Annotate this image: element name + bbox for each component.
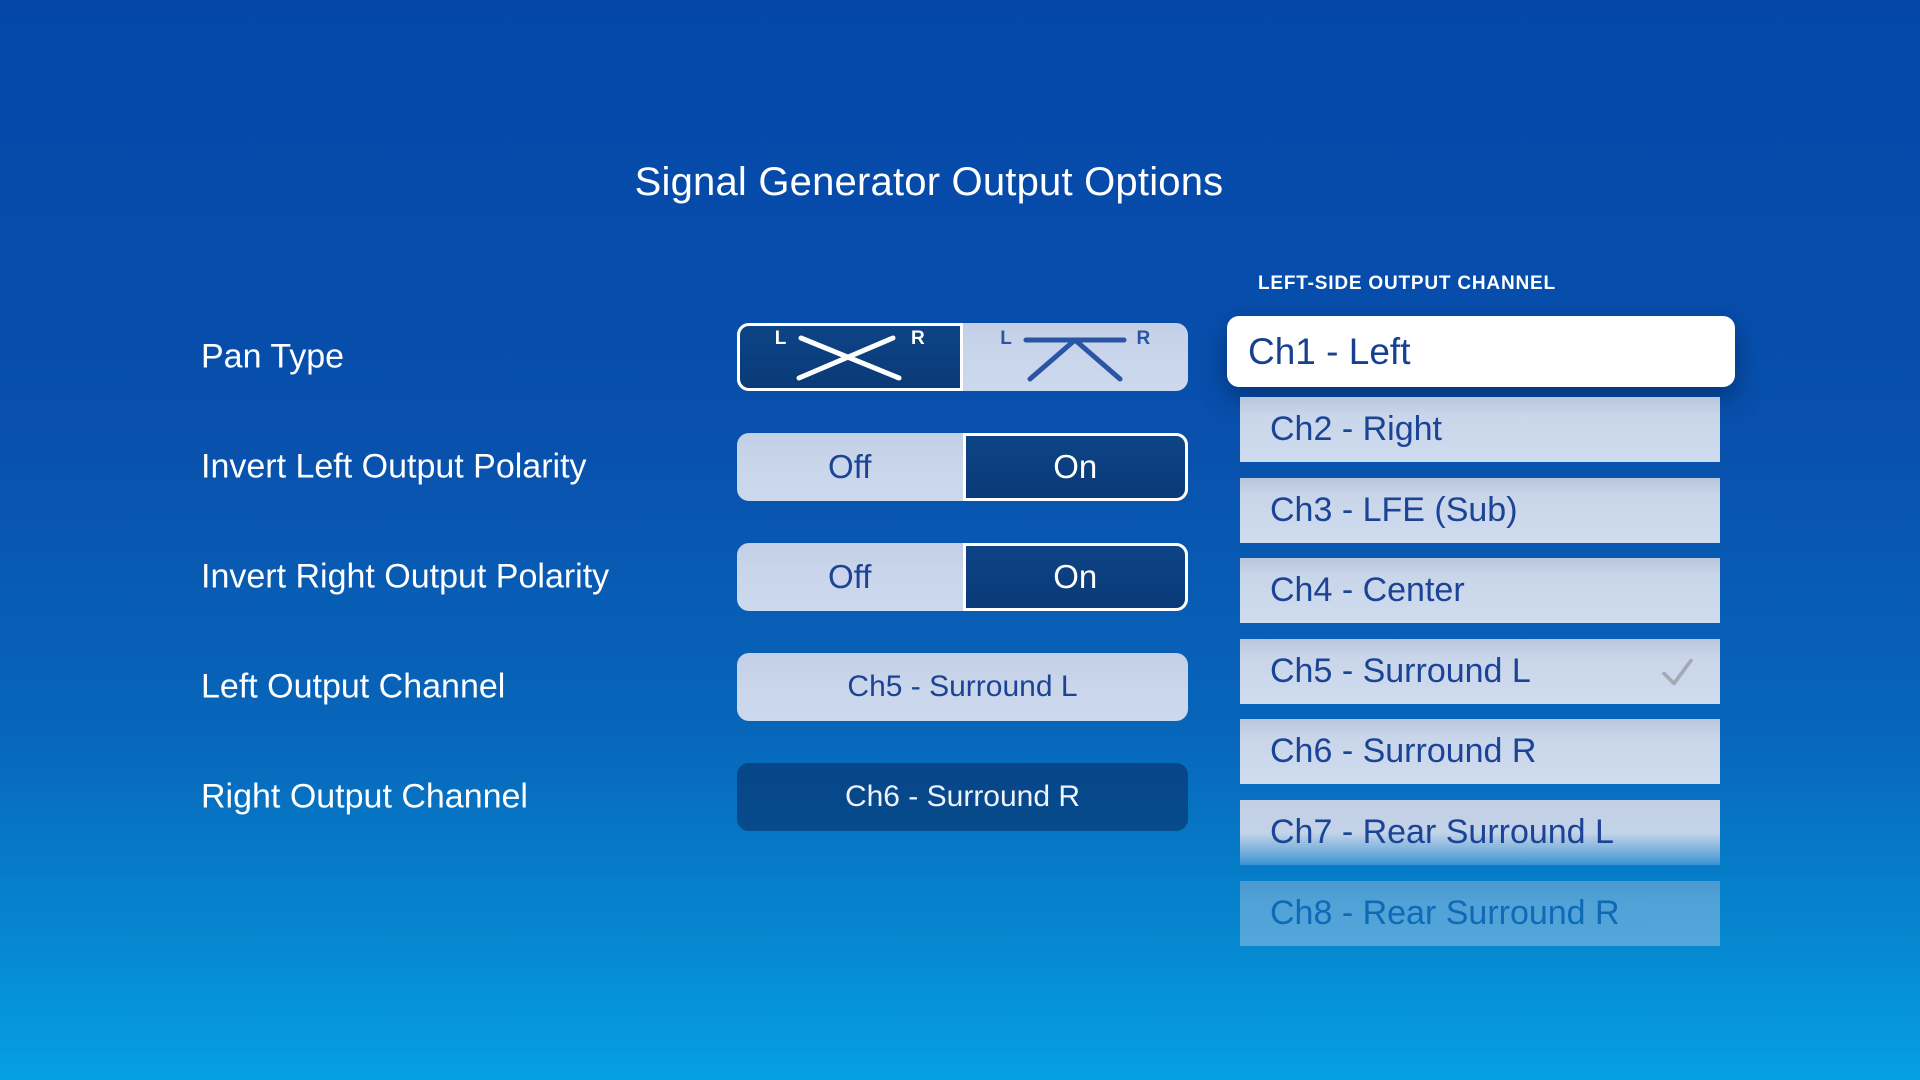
invert-left-on-text: On: [1053, 448, 1098, 485]
page-title: Signal Generator Output Options: [634, 160, 1224, 204]
channel-option-label: Ch5 - Surround L: [1270, 652, 1531, 690]
channel-option[interactable]: Ch8 - Rear Surround R: [1240, 881, 1720, 946]
left-output-channel-label: Left Output Channel: [201, 667, 506, 706]
channel-option-label: Ch4 - Center: [1270, 571, 1465, 609]
row-invert-right: Invert Right Output Polarity Off On: [0, 543, 1920, 611]
invert-right-label: Invert Right Output Polarity: [201, 557, 610, 596]
invert-left-on-option[interactable]: On: [962, 433, 1188, 501]
row-right-output-channel: Right Output Channel Ch6 - Surround R: [0, 763, 1920, 831]
left-output-channel-button[interactable]: Ch5 - Surround L: [737, 653, 1188, 721]
invert-left-label: Invert Left Output Polarity: [201, 447, 587, 486]
split-pan-icon: L R: [1000, 328, 1151, 383]
channel-option-label: Ch7 - Rear Surround L: [1270, 813, 1614, 851]
split-pan-right-letter: R: [1136, 328, 1151, 349]
split-pan-left-letter: L: [1000, 328, 1012, 349]
invert-right-on-option[interactable]: On: [962, 543, 1188, 611]
dropdown-header: LEFT-SIDE OUTPUT CHANNEL: [1258, 273, 1556, 294]
row-left-output-channel: Left Output Channel Ch5 - Surround L: [0, 653, 1920, 721]
row-pan-type: Pan Type L R: [0, 323, 1920, 391]
channel-option[interactable]: Ch5 - Surround L: [1240, 639, 1720, 704]
channel-option-label: Ch2 - Right: [1270, 410, 1442, 448]
right-output-channel-button[interactable]: Ch6 - Surround R: [737, 763, 1188, 831]
invert-left-off-text: Off: [828, 448, 872, 485]
row-invert-left: Invert Left Output Polarity Off On: [0, 433, 1920, 501]
invert-left-toggle: Off On: [737, 433, 1188, 501]
checkmark-icon: [1662, 658, 1693, 685]
channel-option[interactable]: Ch7 - Rear Surround L: [1240, 800, 1720, 865]
channel-option-focused[interactable]: Ch1 - Left: [1227, 316, 1735, 387]
channel-option[interactable]: Ch4 - Center: [1240, 558, 1720, 623]
crossed-pan-right-letter: R: [911, 328, 925, 349]
channel-option[interactable]: Ch3 - LFE (Sub): [1240, 478, 1720, 543]
crossed-pan-left-letter: L: [774, 328, 787, 349]
invert-right-off-text: Off: [828, 558, 872, 595]
channel-option[interactable]: Ch2 - Right: [1240, 397, 1720, 462]
crossed-pan-icon: L R: [774, 328, 925, 383]
channel-option[interactable]: Ch6 - Surround R: [1240, 719, 1720, 784]
channel-option-label: Ch6 - Surround R: [1270, 732, 1537, 770]
invert-left-off-option[interactable]: Off: [737, 433, 963, 501]
pan-type-option-crossed[interactable]: L R: [737, 323, 963, 391]
channel-option-label: Ch3 - LFE (Sub): [1270, 491, 1518, 529]
invert-right-on-text: On: [1053, 558, 1098, 595]
pan-type-option-split[interactable]: L R: [963, 323, 1189, 391]
pan-type-label: Pan Type: [201, 337, 345, 376]
pan-type-segmented-control: L R L R: [737, 323, 1188, 391]
channel-option-label: Ch8 - Rear Surround R: [1270, 894, 1620, 932]
invert-right-toggle: Off On: [737, 543, 1188, 611]
invert-right-off-option[interactable]: Off: [737, 543, 963, 611]
right-output-channel-label: Right Output Channel: [201, 777, 528, 816]
